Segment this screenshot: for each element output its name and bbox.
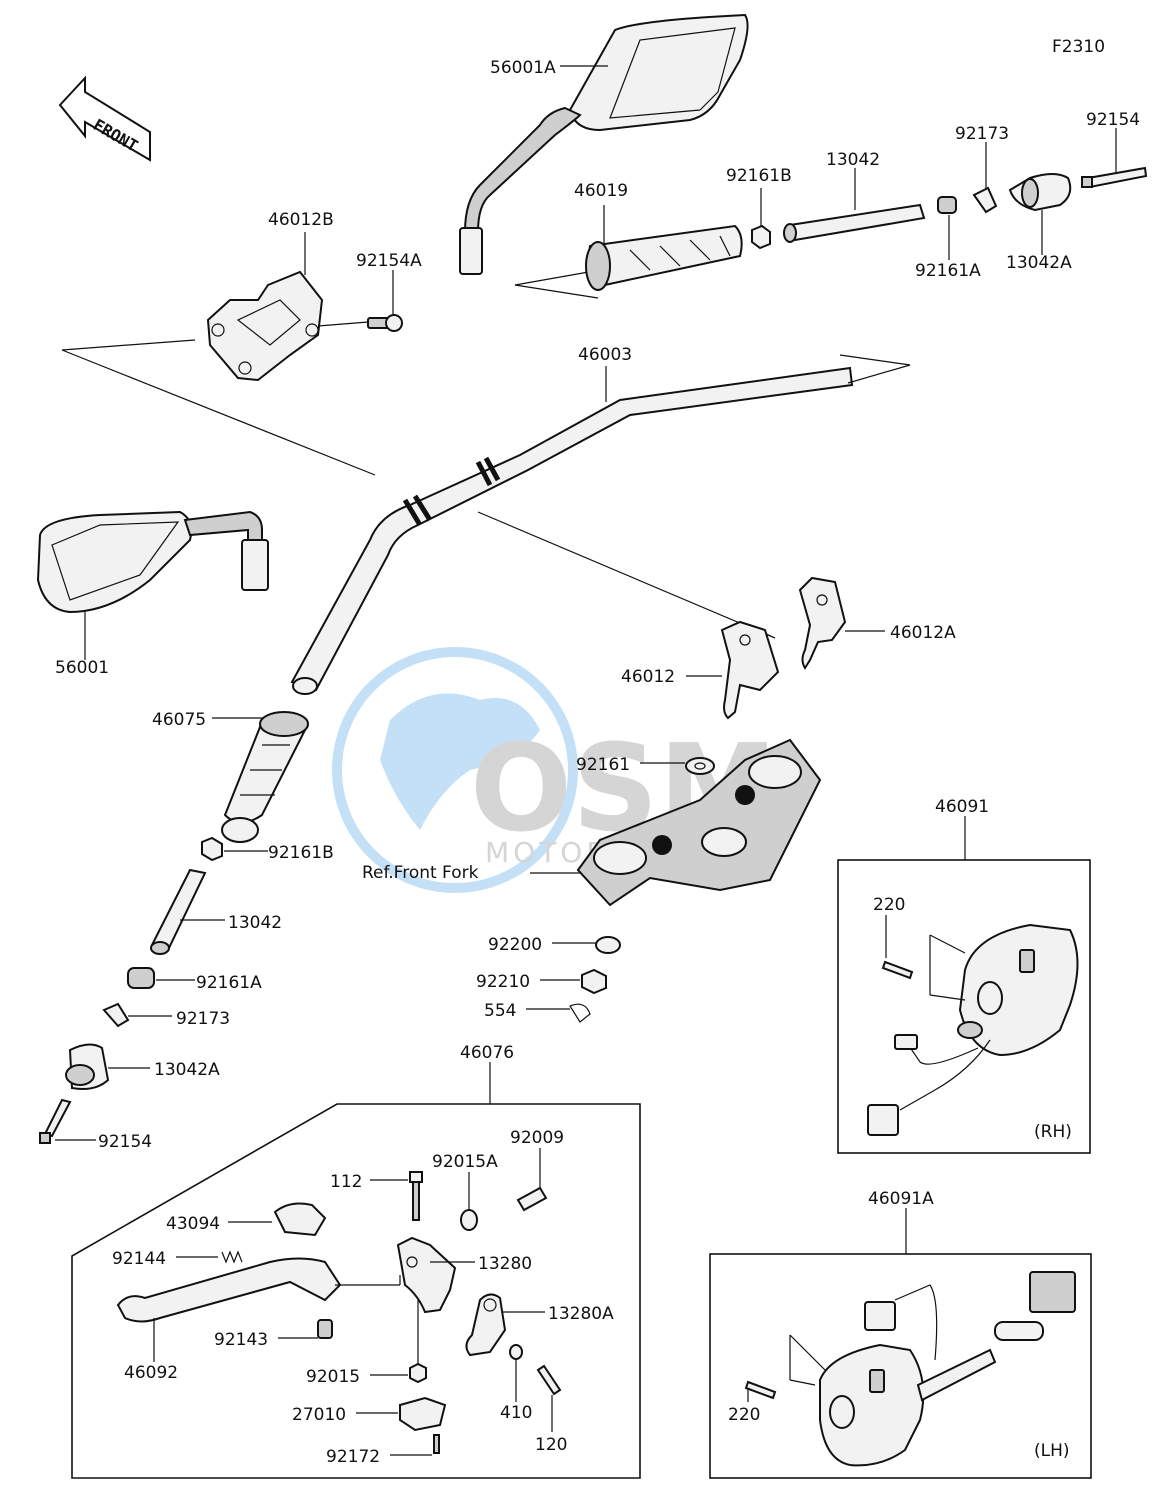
label-92161: 92161 — [576, 755, 630, 775]
collar-92161A-right — [937, 196, 957, 214]
label-46012A: 46012A — [890, 623, 956, 643]
label-92015: 92015 — [306, 1367, 360, 1387]
weight-13042A-right — [1008, 173, 1072, 212]
label-46091: 46091 — [935, 797, 989, 817]
mirror-left — [36, 510, 269, 614]
label-46003: 46003 — [578, 345, 632, 365]
clip-92173-left — [102, 1002, 130, 1028]
label-92144: 92144 — [112, 1249, 166, 1269]
figure-code: F2310 — [1052, 37, 1105, 57]
label-13280A: 13280A — [548, 1304, 614, 1324]
label-92161B-left: 92161B — [268, 843, 334, 863]
label-46076: 46076 — [460, 1043, 514, 1063]
label-92161B-top: 92161B — [726, 166, 792, 186]
label-46092: 46092 — [124, 1363, 178, 1383]
label-112: 112 — [330, 1172, 362, 1192]
label-46091A: 46091A — [868, 1189, 934, 1209]
bolt-92154-left — [39, 1098, 72, 1144]
label-27010: 27010 — [292, 1405, 346, 1425]
label-554: 554 — [484, 1001, 516, 1021]
label-46012B: 46012B — [268, 210, 334, 230]
label-46019: 46019 — [574, 181, 628, 201]
washer-410 — [509, 1344, 523, 1360]
washer-92015A — [460, 1209, 478, 1231]
handlebar-46003 — [290, 366, 854, 695]
nut-92161B-right — [751, 224, 771, 250]
clip-92173-right — [972, 186, 998, 214]
label-rh: (RH) — [1034, 1122, 1072, 1142]
washer-92200 — [595, 936, 621, 954]
mirror-right — [459, 13, 749, 275]
label-92173-top: 92173 — [955, 124, 1009, 144]
label-410: 410 — [500, 1403, 532, 1423]
label-220-lh: 220 — [728, 1405, 760, 1425]
washer-92161 — [685, 757, 715, 775]
bolt-92154-right — [1081, 166, 1148, 189]
label-92015A: 92015A — [432, 1152, 498, 1172]
cotter-pin-554 — [569, 1003, 591, 1023]
clamp-13280A — [465, 1293, 507, 1357]
label-92210: 92210 — [476, 972, 530, 992]
label-13042-left: 13042 — [228, 913, 282, 933]
label-92172: 92172 — [326, 1447, 380, 1467]
label-92143: 92143 — [214, 1330, 268, 1350]
screw-120 — [536, 1364, 562, 1396]
screw-220-lh — [744, 1380, 777, 1400]
label-92154A: 92154A — [356, 251, 422, 271]
nut-92161B-left — [201, 836, 223, 862]
collar-92161A-left — [127, 967, 155, 989]
label-13042A-left: 13042A — [154, 1060, 220, 1080]
weight-13042A-left — [65, 1043, 110, 1090]
front-arrow-icon: FRONT — [58, 75, 151, 162]
nut-92210 — [581, 968, 607, 995]
holder-46012 — [720, 620, 780, 720]
spring-92144 — [221, 1250, 243, 1264]
label-92161A-left: 92161A — [196, 973, 262, 993]
switch-housing-lh — [819, 1271, 1076, 1467]
upper-bracket-front-fork — [576, 738, 822, 907]
lever-46092 — [116, 1257, 342, 1323]
label-220-rh: 220 — [873, 895, 905, 915]
label-13042-top: 13042 — [826, 150, 880, 170]
weight-rod-13042-right — [783, 203, 926, 243]
bolt-92154A — [367, 314, 403, 332]
grip-right-46019 — [585, 224, 743, 291]
label-ref-front-fork: Ref.Front Fork — [362, 863, 479, 883]
lever-assembly-box — [71, 1103, 641, 1479]
label-92154-left: 92154 — [98, 1132, 152, 1152]
label-92161A-top: 92161A — [915, 261, 981, 281]
weight-rod-13042-left — [150, 868, 207, 955]
holder-upper-46012B — [206, 270, 324, 382]
nut-92015 — [409, 1362, 427, 1384]
label-92009: 92009 — [510, 1128, 564, 1148]
switch-27010 — [399, 1396, 447, 1432]
screw-92172 — [433, 1434, 440, 1454]
label-13042A-top: 13042A — [1006, 253, 1072, 273]
grip-left-46075 — [221, 711, 309, 843]
label-46012: 46012 — [621, 667, 675, 687]
switch-rh-box — [837, 859, 1091, 1154]
label-46075: 46075 — [152, 710, 206, 730]
bolt-92009 — [516, 1186, 548, 1212]
cover-43094 — [273, 1202, 327, 1237]
label-120: 120 — [535, 1435, 567, 1455]
label-56001A: 56001A — [490, 58, 556, 78]
switch-lh-box — [709, 1253, 1092, 1479]
holder-46012A — [798, 576, 847, 670]
label-92154-top: 92154 — [1086, 110, 1140, 130]
bolt-112 — [409, 1171, 423, 1221]
label-56001: 56001 — [55, 658, 109, 678]
switch-housing-rh — [867, 923, 1079, 1136]
label-43094: 43094 — [166, 1214, 220, 1234]
label-92173-left: 92173 — [176, 1009, 230, 1029]
screw-220-rh — [881, 960, 914, 980]
label-lh: (LH) — [1034, 1441, 1070, 1461]
label-92200: 92200 — [488, 935, 542, 955]
holder-13280 — [396, 1236, 457, 1314]
bushing-92143 — [317, 1319, 333, 1339]
label-13280: 13280 — [478, 1254, 532, 1274]
